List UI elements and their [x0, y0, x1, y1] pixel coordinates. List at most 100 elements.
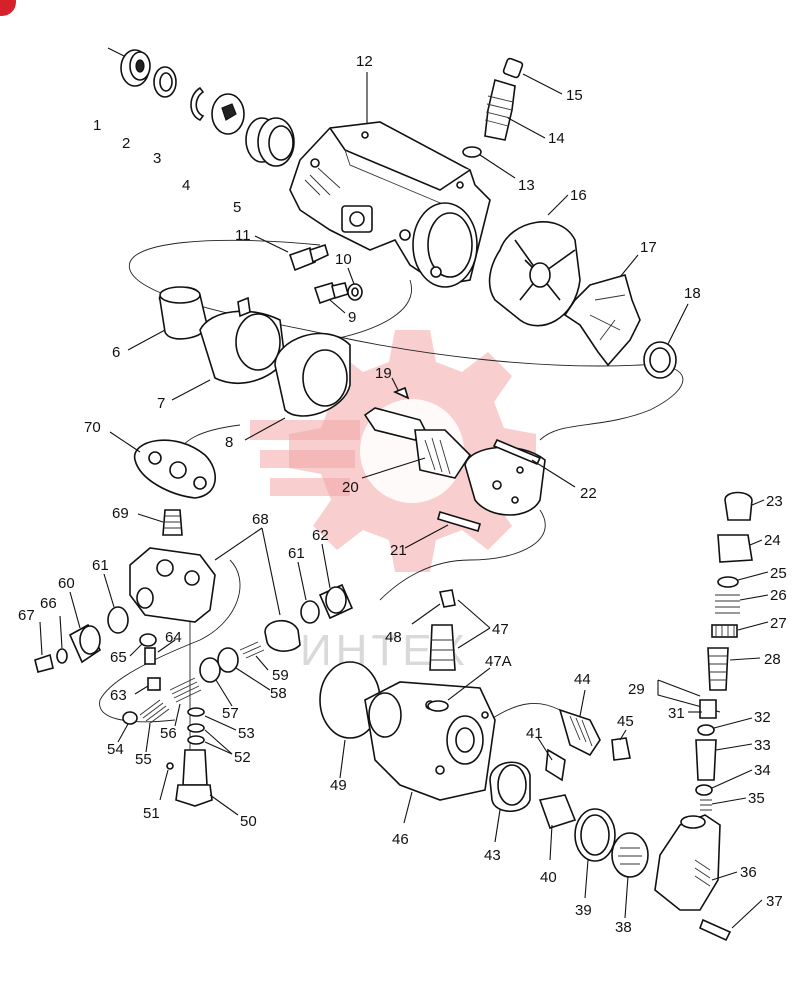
part-35-spring	[700, 797, 747, 811]
callout-28: 28	[764, 651, 781, 668]
callout-51: 51	[143, 805, 160, 822]
callout-9: 9	[348, 309, 356, 326]
part-57-ring	[199, 657, 233, 707]
callout-60: 60	[58, 575, 75, 592]
part-51-ball	[159, 762, 174, 801]
callout-65: 65	[110, 649, 127, 666]
callout-63: 63	[110, 687, 127, 704]
callout-25: 25	[770, 565, 787, 582]
part-28-fitting	[707, 647, 761, 691]
part-67-bolt	[34, 621, 54, 673]
part-47-valve	[429, 599, 491, 671]
callout-59: 59	[272, 667, 289, 684]
callout-34: 34	[754, 762, 771, 779]
part-61-o-ring-left	[103, 573, 129, 634]
part-41-clip	[537, 737, 566, 782]
callout-32: 32	[754, 709, 771, 726]
callout-19: 19	[375, 365, 392, 382]
part-60-fitting	[68, 591, 102, 664]
corner-badge	[0, 0, 16, 16]
part-13-o-ring	[462, 146, 516, 179]
callout-47: 47	[492, 621, 509, 638]
callout-69: 69	[112, 505, 129, 522]
callout-labels: 1 2 3 4 5 6 7 8 9 10 11 12 13 14 15 16 1…	[18, 53, 787, 936]
part-16-rotor	[488, 194, 581, 327]
part-50-nut	[175, 749, 239, 816]
part-1-nut	[107, 47, 151, 87]
callout-1: 1	[93, 117, 101, 134]
callout-39: 39	[575, 902, 592, 919]
part-61-o-ring-right	[297, 561, 320, 624]
callout-11: 11	[235, 227, 251, 244]
part-45-cap	[611, 729, 631, 761]
callout-68: 68	[252, 511, 269, 528]
callout-47a: 47A	[485, 653, 512, 670]
callout-61-right: 61	[288, 545, 305, 562]
part-12-pump-housing	[289, 72, 491, 288]
callout-14: 14	[548, 130, 565, 147]
callout-6: 6	[112, 344, 120, 361]
callout-50: 50	[240, 813, 257, 830]
part-56-spring	[169, 677, 202, 727]
part-38-diaphragm	[611, 832, 649, 919]
callout-23: 23	[766, 493, 783, 510]
callout-61-left: 61	[92, 557, 109, 574]
part-34-washer	[695, 769, 753, 796]
callout-45: 45	[617, 713, 634, 730]
part-66-washer	[56, 615, 68, 664]
part-62-fitting	[318, 543, 354, 620]
part-24-nut	[717, 534, 763, 563]
part-25-washer	[717, 571, 769, 588]
callout-18: 18	[684, 285, 701, 302]
part-40-coupler	[538, 794, 577, 861]
part-63-spacer	[134, 677, 161, 695]
part-11-plug-bolt	[254, 235, 329, 272]
part-44-connector	[558, 689, 601, 757]
callout-64: 64	[165, 629, 182, 646]
callout-27: 27	[770, 615, 787, 632]
callout-55: 55	[135, 751, 152, 768]
callout-58: 58	[270, 685, 287, 702]
part-23-cap	[724, 491, 765, 521]
part-64-spacer	[144, 639, 176, 665]
part-17-vane-set	[563, 254, 641, 367]
part-58-ring	[217, 647, 271, 691]
callout-48: 48	[385, 629, 402, 646]
callout-67: 67	[18, 607, 35, 624]
part-4-thrust-washer	[211, 93, 245, 135]
part-69-nipple	[137, 509, 183, 536]
callout-35: 35	[748, 790, 765, 807]
callout-33: 33	[754, 737, 771, 754]
callout-15: 15	[566, 87, 583, 104]
part-14-valve-fitting	[484, 78, 546, 141]
part-15-cap	[502, 57, 563, 95]
callout-52: 52	[234, 749, 251, 766]
callout-2: 2	[122, 135, 130, 152]
part-68-head-block	[129, 527, 301, 652]
part-5-bearing-set	[245, 117, 295, 167]
part-70-mounting-plate	[109, 431, 217, 499]
part-29-31-bracket	[657, 679, 721, 719]
callout-5: 5	[233, 199, 241, 216]
callout-49: 49	[330, 777, 347, 794]
callout-41: 41	[526, 725, 543, 742]
callout-20: 20	[342, 479, 359, 496]
part-10-washer	[347, 267, 363, 301]
part-19-key	[391, 377, 410, 400]
callout-70: 70	[84, 419, 101, 436]
part-65-washer	[129, 633, 157, 657]
callout-29: 29	[628, 681, 645, 698]
part-53-52-washers	[187, 707, 237, 755]
callout-31: 31	[668, 705, 685, 722]
callout-12: 12	[356, 53, 373, 70]
callout-21: 21	[390, 542, 407, 559]
callout-26: 26	[770, 587, 787, 604]
part-3-snap-ring	[190, 86, 205, 121]
callout-7: 7	[157, 395, 165, 412]
part-36-valve-body	[654, 814, 738, 911]
callout-36: 36	[740, 864, 757, 881]
callout-38: 38	[615, 919, 632, 936]
part-43-ring	[489, 761, 531, 843]
callout-44: 44	[574, 671, 591, 688]
